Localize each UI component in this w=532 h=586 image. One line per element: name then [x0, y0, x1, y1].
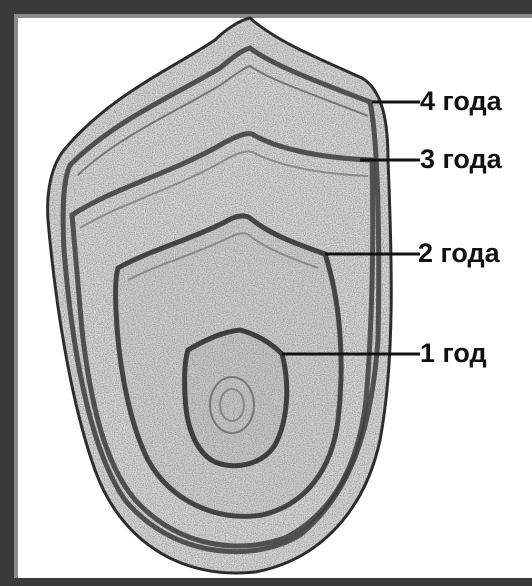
- label-year-3: 3 года: [420, 146, 502, 173]
- label-year-4: 4 года: [420, 88, 502, 115]
- label-year-1: 1 год: [420, 340, 487, 367]
- label-year-2: 2 года: [418, 240, 500, 267]
